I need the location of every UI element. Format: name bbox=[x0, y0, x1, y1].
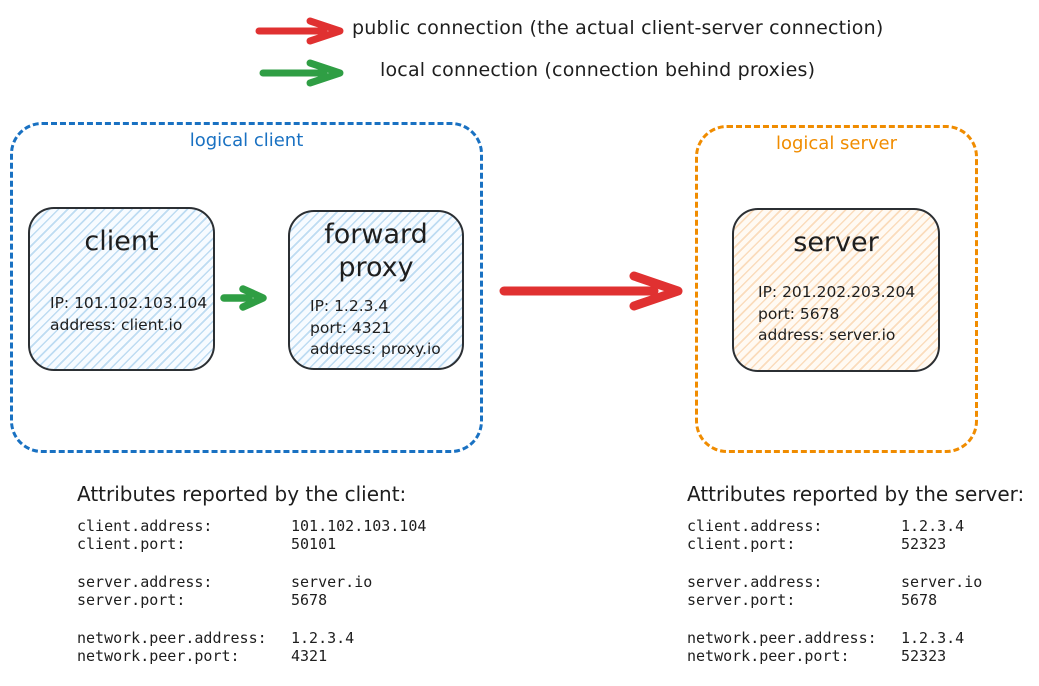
client-attributes-block: Attributes reported by the client: clien… bbox=[77, 481, 426, 685]
public-connection-arrow bbox=[498, 271, 693, 311]
logical-server-label: logical server bbox=[775, 133, 898, 154]
attr-label: server.port: bbox=[687, 591, 796, 609]
proxy-ip: IP: 1.2.3.4 bbox=[310, 297, 389, 315]
server-node-title: server bbox=[793, 227, 879, 258]
attr-row: server.port: 5678 bbox=[77, 591, 426, 609]
attr-row: network.peer.address: 1.2.3.4 bbox=[687, 629, 1024, 647]
attr-row: client.address: 101.102.103.104 bbox=[77, 517, 426, 535]
attr-value: 1.2.3.4 bbox=[901, 517, 965, 535]
legend-public-arrow-icon bbox=[254, 16, 354, 46]
attr-label: client.port: bbox=[77, 535, 186, 553]
attr-row: client.port: 50101 bbox=[77, 535, 426, 553]
attr-label: client.address: bbox=[687, 517, 823, 535]
server-ip: IP: 201.202.203.204 bbox=[758, 283, 916, 301]
attr-group: network.peer.address: 1.2.3.4 network.pe… bbox=[77, 629, 426, 665]
client-node-title: client bbox=[84, 226, 159, 257]
server-node: server IP: 201.202.203.204 port: 5678 ad… bbox=[732, 208, 940, 372]
legend-local-label: local connection (connection behind prox… bbox=[380, 59, 816, 81]
attr-value: 1.2.3.4 bbox=[901, 629, 965, 647]
attr-label: client.address: bbox=[77, 517, 213, 535]
legend-public-label: public connection (the actual client-ser… bbox=[352, 17, 884, 39]
attr-label: server.port: bbox=[77, 591, 186, 609]
attr-row: server.address: server.io bbox=[77, 573, 426, 591]
proxy-address: address: proxy.io bbox=[310, 340, 441, 358]
attr-group: client.address: 1.2.3.4 client.port: 523… bbox=[687, 517, 1024, 553]
client-node: client IP: 101.102.103.104 address: clie… bbox=[28, 207, 215, 371]
client-node-details: IP: 101.102.103.104 address: client.io bbox=[50, 293, 207, 336]
attr-value: 52323 bbox=[901, 535, 947, 553]
server-node-details: IP: 201.202.203.204 port: 5678 address: … bbox=[758, 282, 915, 347]
attr-row: network.peer.port: 52323 bbox=[687, 647, 1024, 665]
attr-value: 5678 bbox=[291, 591, 328, 609]
attr-group: client.address: 101.102.103.104 client.p… bbox=[77, 517, 426, 553]
attr-label: network.peer.address: bbox=[687, 629, 877, 647]
attr-label: network.peer.address: bbox=[77, 629, 267, 647]
attr-group: server.address: server.io server.port: 5… bbox=[77, 573, 426, 609]
attr-value: 50101 bbox=[291, 535, 337, 553]
logical-client-label: logical client bbox=[189, 130, 304, 151]
server-attributes-title: Attributes reported by the server: bbox=[687, 482, 1025, 506]
client-attributes-table: client.address: 101.102.103.104 client.p… bbox=[77, 517, 426, 665]
attr-group: server.address: server.io server.port: 5… bbox=[687, 573, 1024, 609]
attr-group: network.peer.address: 1.2.3.4 network.pe… bbox=[687, 629, 1024, 665]
client-address: address: client.io bbox=[50, 315, 183, 334]
forward-proxy-node-details: IP: 1.2.3.4 port: 4321 address: proxy.io bbox=[310, 296, 441, 361]
server-attributes-block: Attributes reported by the server: clien… bbox=[687, 481, 1024, 685]
attr-value: server.io bbox=[901, 573, 983, 591]
attr-row: server.port: 5678 bbox=[687, 591, 1024, 609]
logical-client-group: logical client client IP: 101.102.103.10… bbox=[10, 122, 483, 453]
client-attributes-title: Attributes reported by the client: bbox=[77, 482, 407, 506]
attr-value: 52323 bbox=[901, 647, 947, 665]
attr-row: network.peer.port: 4321 bbox=[77, 647, 426, 665]
logical-server-group: logical server server IP: 201.202.203.20… bbox=[695, 125, 978, 453]
forward-proxy-node-title: forward proxy bbox=[324, 219, 428, 283]
forward-proxy-node: forward proxy IP: 1.2.3.4 port: 4321 add… bbox=[288, 210, 464, 370]
attr-row: client.address: 1.2.3.4 bbox=[687, 517, 1024, 535]
attr-row: network.peer.address: 1.2.3.4 bbox=[77, 629, 426, 647]
attr-value: server.io bbox=[291, 573, 373, 591]
client-ip: IP: 101.102.103.104 bbox=[50, 294, 208, 312]
attr-label: client.port: bbox=[687, 535, 796, 553]
attr-label: network.peer.port: bbox=[687, 647, 850, 665]
server-port: port: 5678 bbox=[758, 304, 840, 323]
attr-row: client.port: 52323 bbox=[687, 535, 1024, 553]
attr-row: server.address: server.io bbox=[687, 573, 1024, 591]
attr-label: server.address: bbox=[77, 573, 213, 591]
attr-label: server.address: bbox=[687, 573, 823, 591]
attr-value: 4321 bbox=[291, 647, 328, 665]
attr-value: 5678 bbox=[901, 591, 938, 609]
proxy-port: port: 4321 bbox=[310, 318, 392, 337]
legend-local-arrow-icon bbox=[258, 58, 354, 88]
attr-value: 101.102.103.104 bbox=[291, 517, 427, 535]
server-attributes-table: client.address: 1.2.3.4 client.port: 523… bbox=[687, 517, 1024, 665]
local-connection-arrow bbox=[219, 283, 273, 313]
server-address: address: server.io bbox=[758, 326, 896, 344]
attr-value: 1.2.3.4 bbox=[291, 629, 355, 647]
attr-label: network.peer.port: bbox=[77, 647, 240, 665]
